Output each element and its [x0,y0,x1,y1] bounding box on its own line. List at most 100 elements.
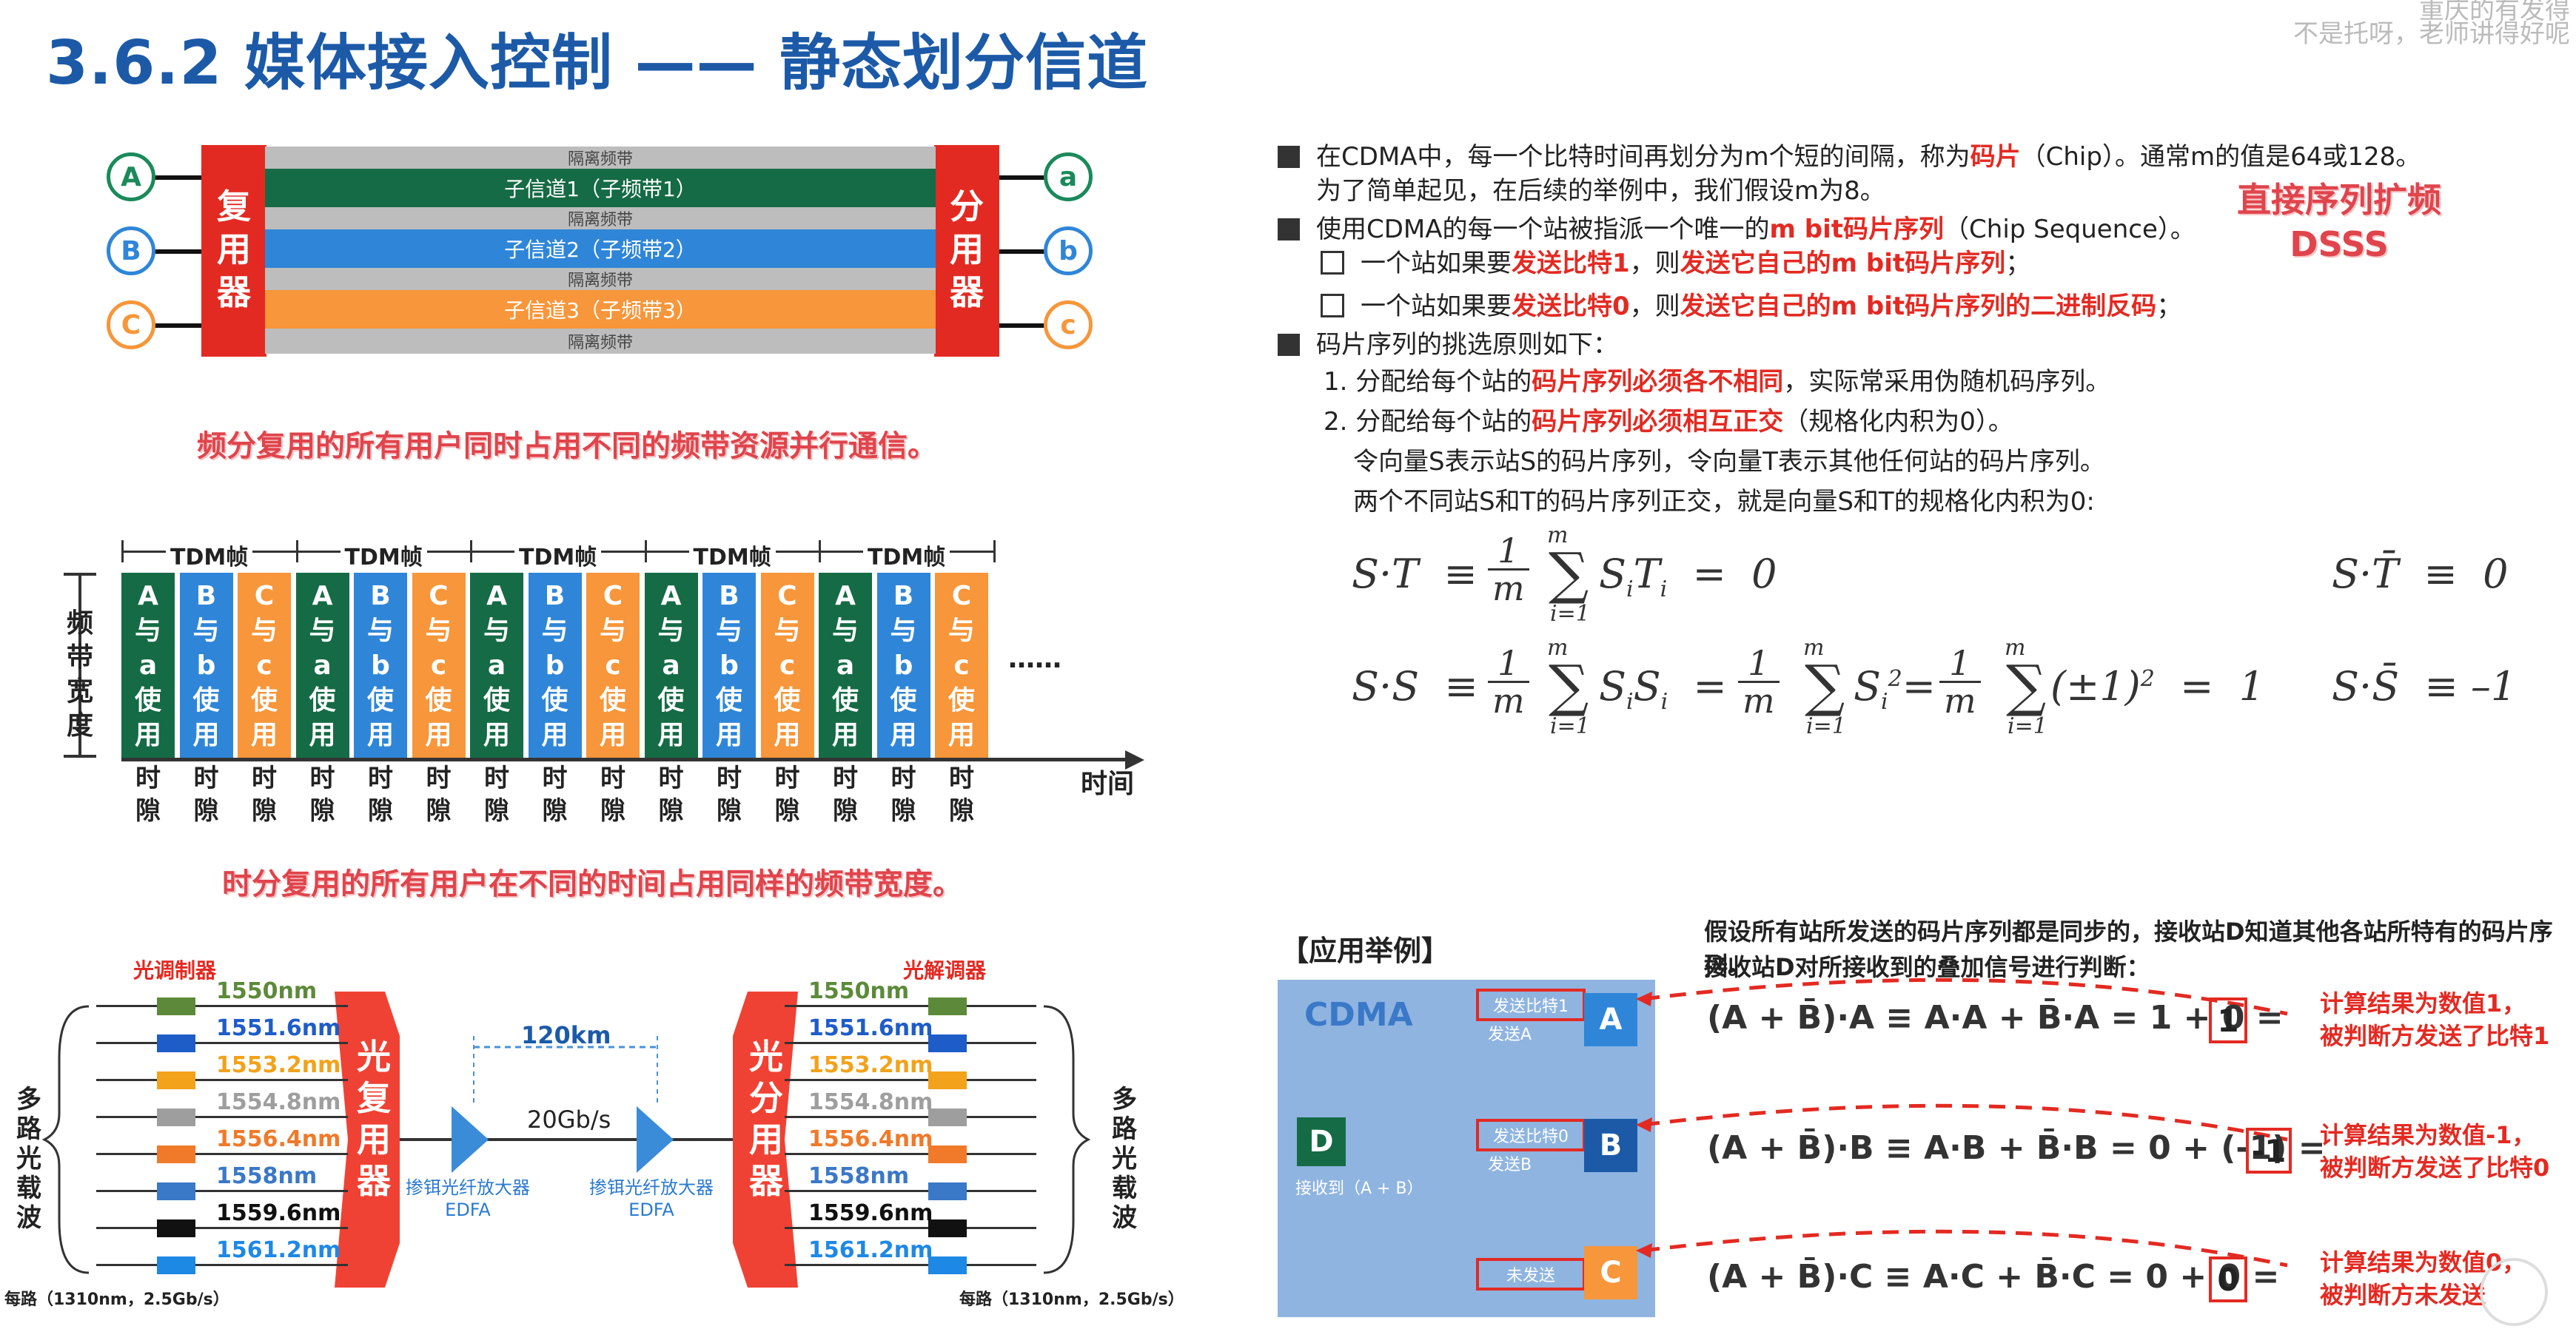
subchannel-3: 子信道3（子频带3） [265,290,936,329]
send-b-label: 发送B [1488,1156,1532,1174]
time-slot: C 与 c 使 用 [412,573,466,758]
optical-modulator [157,997,195,1015]
wavelength-label: 1556.4nm [808,1126,933,1152]
bullet-square-icon [1278,218,1300,240]
per-channel-left: 每路（1310nm，2.5Gb/s） [4,1291,229,1309]
time-axis [121,758,1136,761]
fiber-line [785,1190,1036,1192]
slot-label: 时 隙 [135,764,161,826]
optical-demodulator [928,1071,967,1089]
cdma-sub-1: 一个站如果要发送比特1，则发送它自己的m bit码片序列； [1321,246,2030,281]
wavelength-label: 1554.8nm [808,1089,933,1115]
fiber-line [785,1264,1036,1266]
optical-modulator [157,1256,195,1274]
wavelength-label: 1553.2nm [216,1052,341,1078]
wavelength-label: 1558nm [808,1163,910,1189]
page-title: 3.6.2 媒体接入控制 —— 静态划分信道 [46,28,1149,98]
slot-label: 时 隙 [193,764,219,826]
slot-label: 时 隙 [426,764,452,826]
equation-c: (A + B̄)·C ≡ A·C + B̄·C = 0 + 0 = [1707,1258,2280,1296]
time-slot: C 与 c 使 用 [586,573,640,758]
input-a: A [107,152,155,201]
checkbox-icon [1321,294,1344,317]
time-slot: A 与 a 使 用 [295,573,349,758]
fiber-line [785,1153,1036,1155]
tdm-frame-label: TDM帧 [863,539,950,571]
time-slot: B 与 b 使 用 [528,573,582,758]
modulator-label: 光调制器 [133,958,217,983]
cdma-point-2: 使用CDMA的每一个站被指派一个唯一的m bit码片序列（Chip Sequen… [1278,212,2196,247]
slot-label: 时 隙 [600,764,625,826]
bullet-square-icon [1278,146,1300,168]
optical-demodulator [928,1034,967,1052]
wdm-lines [41,992,1091,1288]
note-a: 计算结果为数值1， 被判断方发送了比特1 [2320,989,2550,1050]
slot-label: 时 隙 [833,764,858,826]
multiplexer: 复 用 器 [201,145,266,357]
fiber-line [96,1042,348,1044]
arrow-right-icon [1125,750,1144,770]
time-label: 时间 [1081,769,1135,799]
tdm-frame-label: TDM帧 [166,539,253,571]
wavelength-label: 1561.2nm [216,1237,341,1263]
subchannel-2: 子信道2（子频带2） [265,229,936,268]
result-b: -1 [2246,1128,2292,1174]
distance-label: 120km [521,1021,611,1049]
play-icon[interactable] [2480,1258,2548,1326]
guard-band: 隔离频带 [265,329,936,354]
station-b: B [1584,1119,1637,1172]
dsss-label: 直接序列扩频 DSSS [2237,180,2441,264]
tdm-frame-label: TDM帧 [688,539,776,571]
rule-2-detail-1: 令向量S表示站S的码片序列，令向量T表示其他任何站的码片序列。 [1353,447,2105,477]
bandwidth-axis [78,576,81,756]
checkbox-icon [1321,251,1344,275]
slot-label: 时 隙 [309,764,335,826]
fiber-line [96,1264,348,1266]
time-slot: A 与 a 使 用 [470,573,523,758]
slot-label: 时 隙 [774,764,800,826]
fiber-line [96,1005,348,1007]
formula-ss: S·S ≡ [1352,663,1478,710]
rule-2: 2. 分配给每个站的码片序列必须相互正交（规格化内积为0）。 [1324,407,2013,437]
time-slot: C 与 c 使 用 [760,573,814,758]
line-c-out [977,323,1051,328]
optical-demultiplexer: 光 分 用 器 [749,1037,783,1201]
fiber-line [96,1227,348,1229]
send-bit0-tag: 发送比特0 [1476,1119,1586,1151]
carrier-label-right: 多 路 光 载 波 [1112,1085,1137,1233]
optical-modulator [157,1145,195,1163]
slot-label: 时 隙 [717,764,742,826]
example-heading: 【应用举例】 [1281,935,1450,967]
slot-label: 时 隙 [890,764,916,826]
cdma-sub-2: 一个站如果要发送比特0，则发送它自己的m bit码片序列的二进制反码； [1321,289,2181,324]
fiber-line [785,1227,1036,1229]
demultiplexer: 分 用 器 [934,145,999,357]
line-a [123,175,265,180]
output-b: b [1044,226,1093,275]
line-b-out [977,249,1051,254]
carrier-label-left: 多 路 光 载 波 [16,1085,41,1233]
ellipsis: …… [1008,644,1061,674]
wavelength-label: 1561.2nm [808,1237,933,1263]
tdm-frame-label: TDM帧 [514,539,602,571]
optical-demodulator [928,1182,967,1200]
watermark-line1: 重庆的有发得 [2419,0,2570,25]
wavelength-label: 1556.4nm [216,1126,341,1152]
fiber-line [96,1116,348,1118]
tdm-frame-label: TDM帧 [340,539,427,571]
time-slot: A 与 a 使 用 [644,573,698,758]
result-a: 1 [2209,997,2247,1043]
note-b: 计算结果为数值-1， 被判断方发送了比特0 [2320,1121,2550,1182]
edfa-1: 掺铒光纤放大器 EDFA [406,1177,530,1220]
time-slot: A 与 a 使 用 [121,573,175,758]
bullet-square-icon [1278,334,1300,356]
station-d: D [1297,1117,1346,1166]
wavelength-label: 1553.2nm [808,1052,933,1078]
time-slot: B 与 b 使 用 [702,573,756,758]
output-a: a [1044,152,1093,201]
equation-a: (A + B̄)·A ≡ A·A + B̄·A = 1 + 0 = [1707,999,2284,1037]
fiber-line [96,1153,348,1155]
per-channel-right: 每路（1310nm，2.5Gb/s） [959,1291,1184,1309]
formula-st-bar: S·T̄ ≡ 0 [2332,551,2509,597]
line-a-out [977,175,1051,180]
